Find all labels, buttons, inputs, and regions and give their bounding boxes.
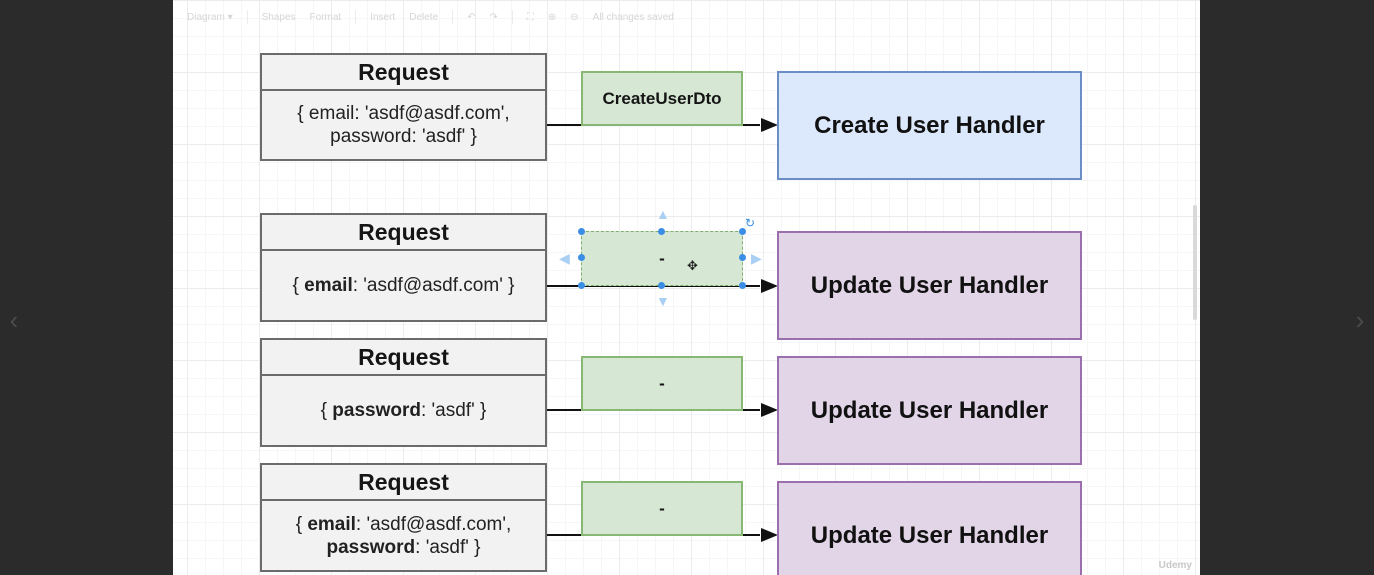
dto-box[interactable]: CreateUserDto	[581, 71, 743, 126]
resize-handle[interactable]	[739, 282, 746, 289]
handler-box[interactable]: Update User Handler	[777, 481, 1082, 575]
previous-arrow-icon[interactable]: ‹	[9, 304, 19, 335]
handler-box[interactable]: Update User Handler	[777, 231, 1082, 340]
arrow-icon	[761, 403, 778, 417]
toolbar-divider	[355, 10, 357, 24]
body-text: : 'asdf@asdf.com',	[355, 513, 512, 535]
clone-left-arrow-icon[interactable]: ◀	[559, 250, 570, 266]
resize-handle[interactable]	[578, 228, 585, 235]
clone-right-arrow-icon[interactable]: ▶	[751, 250, 762, 266]
body-key: email	[304, 275, 353, 296]
resize-handle[interactable]	[739, 254, 746, 261]
insert-button[interactable]: Insert	[370, 11, 396, 23]
resize-handle[interactable]	[658, 282, 665, 289]
diagram-canvas[interactable]: Diagram ▾ Shapes Format Insert Delete ↶ …	[173, 0, 1200, 575]
body-key: password	[332, 400, 421, 421]
toolbar: Diagram ▾ Shapes Format Insert Delete ↶ …	[173, 0, 1200, 34]
undo-icon[interactable]: ↶	[467, 11, 476, 23]
body-line: password: 'asdf' }	[326, 536, 480, 559]
handler-box[interactable]: Create User Handler	[777, 71, 1082, 180]
request-title: Request	[262, 340, 545, 376]
shapes-button[interactable]: Shapes	[261, 11, 296, 23]
body-key: email	[307, 513, 356, 535]
zoom-out-icon[interactable]: ⊖	[570, 11, 579, 23]
toolbar-divider	[511, 10, 513, 24]
resize-handle[interactable]	[578, 254, 585, 261]
watermark-logo: Udemy	[1158, 560, 1192, 571]
toolbar-divider	[246, 10, 248, 24]
request-box[interactable]: Request { email: 'asdf@asdf.com', passwo…	[260, 463, 547, 572]
dto-box-selected[interactable]: -	[581, 231, 743, 286]
request-title: Request	[262, 465, 545, 501]
arrow-icon	[761, 279, 778, 293]
toolbar-divider	[452, 10, 454, 24]
clone-up-arrow-icon[interactable]: ▲	[656, 206, 670, 222]
next-arrow-icon[interactable]: ›	[1355, 304, 1365, 335]
format-button[interactable]: Format	[309, 11, 342, 23]
resize-handle[interactable]	[658, 228, 665, 235]
diagram-menu[interactable]: Diagram ▾	[187, 11, 233, 23]
body-text: : 'asdf' }	[415, 536, 481, 558]
save-status: All changes saved	[592, 11, 674, 23]
move-cursor-icon: ✥	[687, 258, 698, 273]
request-body: { email: 'asdf@asdf.com', password: 'asd…	[262, 501, 545, 570]
body-text: {	[292, 275, 305, 296]
request-title: Request	[262, 215, 545, 251]
redo-icon[interactable]: ↷	[489, 11, 498, 23]
body-text: {	[295, 513, 308, 535]
clone-down-arrow-icon[interactable]: ▼	[656, 293, 670, 309]
request-title: Request	[262, 55, 545, 91]
body-text: : 'asdf@asdf.com' }	[352, 275, 515, 296]
vertical-scrollbar[interactable]	[1193, 205, 1197, 320]
rotate-handle-icon[interactable]: ↻	[745, 216, 756, 230]
resize-handle[interactable]	[578, 282, 585, 289]
zoom-in-icon[interactable]: ⊕	[547, 11, 557, 23]
dto-box[interactable]: -	[581, 481, 743, 536]
request-box[interactable]: Request { email: 'asdf@asdf.com' }	[260, 213, 547, 322]
delete-button[interactable]: Delete	[409, 11, 439, 23]
arrow-icon	[761, 528, 778, 542]
connector-line[interactable]	[547, 285, 760, 287]
handler-box[interactable]: Update User Handler	[777, 356, 1082, 465]
body-line: { email: 'asdf@asdf.com',	[296, 513, 512, 536]
request-body: { email: 'asdf@asdf.com' }	[262, 251, 545, 320]
body-text: {	[320, 400, 333, 421]
body-text: : 'asdf' }	[420, 400, 487, 421]
resize-handle[interactable]	[739, 228, 746, 235]
body-key: password	[326, 536, 416, 558]
request-box[interactable]: Request { password: 'asdf' }	[260, 338, 547, 447]
request-box[interactable]: Request { email: 'asdf@asdf.com', passwo…	[260, 53, 547, 161]
arrow-icon	[761, 118, 778, 132]
fullscreen-icon[interactable]: ⛶	[526, 11, 534, 23]
request-body: { email: 'asdf@asdf.com', password: 'asd…	[297, 103, 510, 147]
request-body: { password: 'asdf' }	[262, 376, 545, 445]
dto-box[interactable]: -	[581, 356, 743, 411]
